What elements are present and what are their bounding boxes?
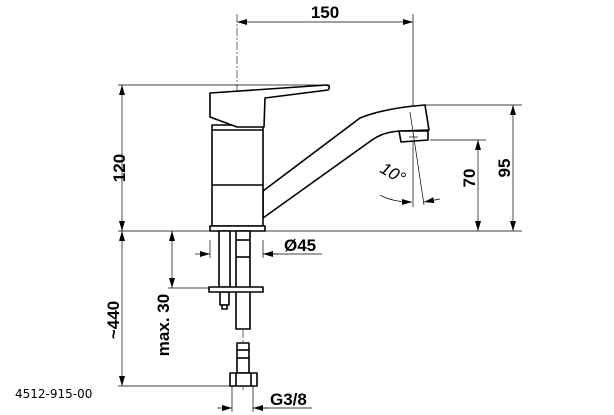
supply-tube <box>235 230 251 330</box>
faucet-body <box>209 84 430 232</box>
dim-base-diameter: Ø45 <box>284 236 316 255</box>
base-ring <box>209 225 266 232</box>
dim-spout-height: 95 <box>495 159 514 178</box>
spout <box>262 104 430 219</box>
hex-nut <box>229 372 258 387</box>
angle-line <box>409 111 425 206</box>
rod-nut <box>219 291 230 306</box>
threaded-rod <box>218 230 231 288</box>
dim-counter-thickness: max. 30 <box>154 294 173 356</box>
dim-hose-length: ~440 <box>104 301 123 339</box>
mounting-parts <box>208 230 264 387</box>
part-number: 4512-915-00 <box>15 387 92 401</box>
dim-swivel-angle: 10° <box>377 159 409 188</box>
dim-spout-reach: 150 <box>311 3 339 22</box>
dim-total-height: 120 <box>110 154 129 182</box>
extension-lines <box>118 14 522 412</box>
mounting-plate <box>208 286 264 293</box>
dim-connection-thread: G3/8 <box>270 390 307 409</box>
dim-outlet-height: 70 <box>460 169 479 188</box>
lever-handle <box>209 84 331 128</box>
faucet-column <box>211 124 264 227</box>
dimension-lines <box>119 19 516 411</box>
